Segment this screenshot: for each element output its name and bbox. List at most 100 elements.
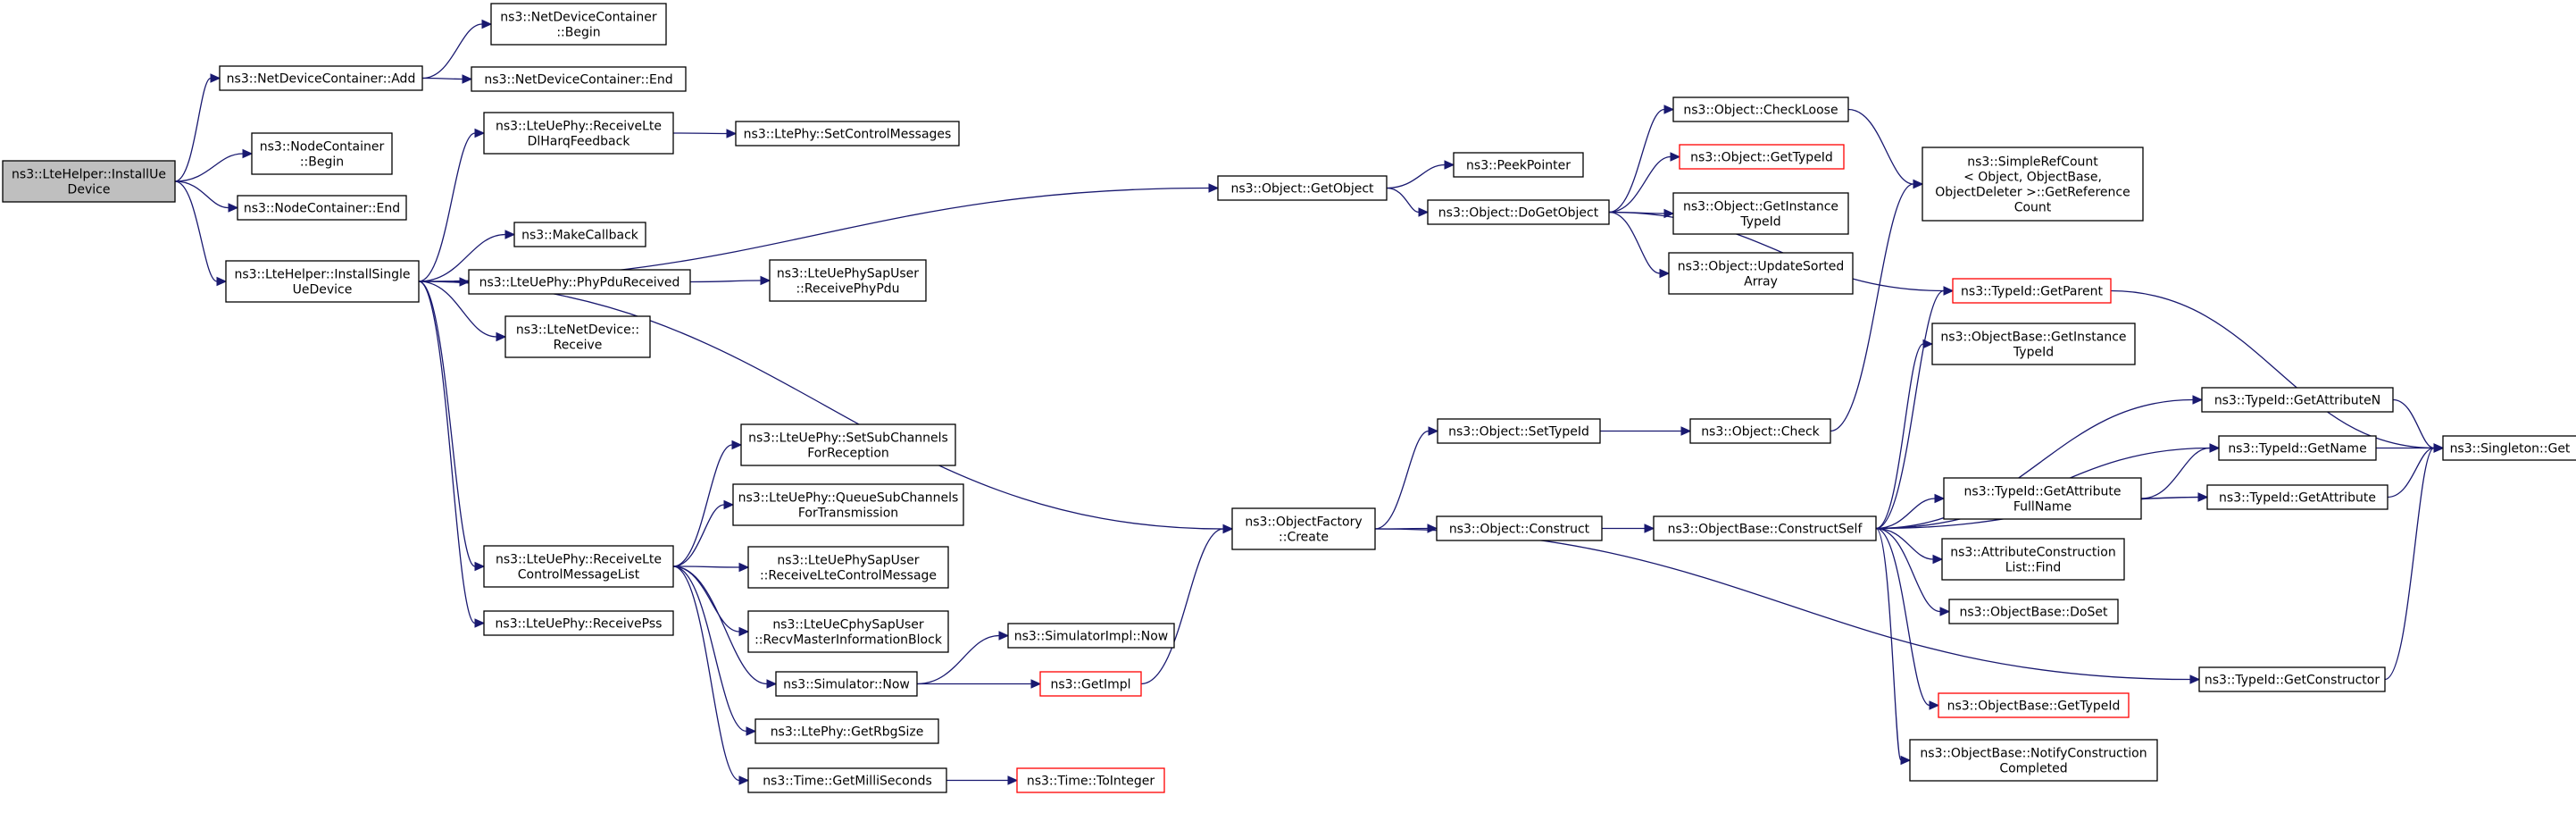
edge-line	[672, 565, 747, 733]
edge-getObject-to-peekPtr	[1386, 160, 1455, 189]
node-ns3-time-tointeger[interactable]: ns3::Time::ToInteger	[1016, 767, 1165, 793]
node-ns3-getimpl[interactable]: ns3::GetImpl	[1039, 671, 1142, 697]
node-label-line: < Object, ObjectBase,	[1963, 171, 2102, 185]
node-ns3-netdevicecontainer-begin[interactable]: ns3::NetDeviceContainer::Begin	[490, 3, 667, 46]
node-ns3-object-dogetobject[interactable]: ns3::Object::DoGetObject	[1427, 199, 1610, 225]
node-ns3-lteuephy-receivelte-controlmessagelist[interactable]: ns3::LteUePhy::ReceiveLteControlMessageL…	[483, 545, 674, 588]
node-ns3-object-getobject[interactable]: ns3::Object::GetObject	[1217, 175, 1388, 201]
node-box	[237, 195, 407, 221]
node-label-line: ns3::LteHelper::InstallSingle	[234, 268, 410, 282]
arrowhead-icon	[462, 74, 473, 84]
node-box	[1427, 199, 1610, 225]
node-ns3-lteuephy-phypdureceived[interactable]: ns3::LteUePhy::PhyPduReceived	[468, 269, 691, 295]
arrowhead-icon	[726, 129, 738, 138]
node-ns3-objectbase-constructself[interactable]: ns3::ObjectBase::ConstructSelf	[1653, 515, 1877, 541]
node-box	[1948, 599, 2119, 624]
node-label-line: ns3::Singleton::Get	[2450, 442, 2571, 457]
node-label-line: ns3::NodeContainer	[260, 140, 385, 155]
node-box	[2, 160, 176, 203]
edge-constructSelf-to-tidGetParent	[1875, 286, 1955, 530]
node-ns3-singleton-get[interactable]: ns3::Singleton::Get	[2442, 435, 2576, 461]
node-ns3-lteuephy-receivepss[interactable]: ns3::LteUePhy::ReceivePss	[483, 610, 674, 636]
edge-line	[418, 281, 497, 338]
node-box	[1217, 175, 1388, 201]
node-ns3-lteuecphysapuser-recvmasterinformationblock[interactable]: ns3::LteUeCphySapUser::RecvMasterInforma…	[747, 610, 949, 653]
edge-line	[421, 23, 483, 80]
node-ns3-lteuephy-setsubchannels-forreception[interactable]: ns3::LteUePhy::SetSubChannelsForReceptio…	[740, 423, 956, 466]
node-ns3-lteuephysapuser-receivephypdu[interactable]: ns3::LteUePhySapUser::ReceivePhyPdu	[769, 259, 927, 302]
node-ns3-object-construct[interactable]: ns3::Object::Construct	[1436, 515, 1603, 541]
node-ns3-objectfactory-create[interactable]: ns3::ObjectFactory::Create	[1231, 507, 1376, 550]
node-box	[225, 260, 420, 303]
edge-tidGetAttrFull-to-tidGetAttr	[2140, 492, 2209, 502]
node-ns3-ltenetdevice-receive[interactable]: ns3::LteNetDevice::Receive	[504, 315, 651, 358]
node-box	[219, 65, 423, 91]
arrowhead-icon	[1418, 207, 1430, 217]
arrowhead-icon	[1663, 208, 1675, 219]
node-ns3-objectbase-notifyconstruction-completed[interactable]: ns3::ObjectBase::NotifyConstructionCompl…	[1909, 739, 2158, 782]
edge-line	[2392, 398, 2435, 449]
node-label-line: ns3::Time::GetMilliSeconds	[763, 775, 932, 789]
node-label-line: ns3::Object::UpdateSorted	[1678, 260, 1844, 274]
node-ns3-makecallback[interactable]: ns3::MakeCallback	[513, 222, 646, 247]
node-ns3-simulator-now[interactable]: ns3::Simulator::Now	[775, 671, 918, 697]
node-ns3-objectbase-gettypeid[interactable]: ns3::ObjectBase::GetTypeId	[1938, 692, 2130, 718]
node-ns3-object-check[interactable]: ns3::Object::Check	[1689, 418, 1831, 444]
node-label-line: List::Find	[2005, 561, 2062, 575]
edge-doGetObject-to-checkLoose	[1608, 105, 1675, 214]
node-ns3-object-settypeid[interactable]: ns3::Object::SetTypeId	[1437, 418, 1601, 444]
edge-line	[1386, 187, 1420, 214]
node-ns3-simplerefcount-object-objectbase-objectdeleter-getreference-count[interactable]: ns3::SimpleRefCount< Object, ObjectBase,…	[1922, 147, 2144, 222]
node-ns3-time-getmilliseconds[interactable]: ns3::Time::GetMilliSeconds	[747, 767, 947, 793]
edge-root-to-ncBegin	[174, 148, 254, 182]
node-ns3-typeid-getname[interactable]: ns3::TypeId::GetName	[2218, 435, 2377, 461]
node-label-line: ::ReceiveLteControlMessage	[760, 569, 937, 583]
node-ns3-typeid-getconstructor[interactable]: ns3::TypeId::GetConstructor	[2198, 666, 2386, 692]
edge-constructSelf-to-tidGetAttrN	[1875, 395, 2204, 530]
node-label-line: ns3::ObjectFactory	[1245, 515, 1362, 530]
node-ns3-nodecontainer-begin[interactable]: ns3::NodeContainer::Begin	[251, 132, 393, 175]
edge-rxCtrlList-to-queueSubTx	[672, 499, 735, 567]
arrowhead-icon	[1644, 524, 1655, 533]
arrowhead-icon	[738, 626, 750, 637]
node-ns3-typeid-getattributen[interactable]: ns3::TypeId::GetAttributeN	[2201, 387, 2394, 413]
edge-getObject-to-doGetObject	[1386, 187, 1430, 217]
arrowhead-icon	[731, 440, 743, 450]
node-ns3-object-checkloose[interactable]: ns3::Object::CheckLoose	[1672, 96, 1849, 122]
node-ns3-typeid-getparent[interactable]: ns3::TypeId::GetParent	[1952, 278, 2112, 304]
node-ns3-netdevicecontainer-add[interactable]: ns3::NetDeviceContainer::Add	[219, 65, 423, 91]
arrowhead-icon	[2197, 492, 2209, 502]
node-label-line: ns3::TypeId::GetAttribute	[2219, 491, 2376, 506]
node-label-line: ns3::TypeId::GetAttribute	[1964, 485, 2122, 499]
node-label-line: ns3::LtePhy::GetRbgSize	[771, 725, 924, 740]
node-ns3-objectbase-doset[interactable]: ns3::ObjectBase::DoSet	[1948, 599, 2119, 624]
arrowhead-icon	[1929, 700, 1940, 710]
arrowhead-icon	[1007, 775, 1019, 785]
node-ns3-lteuephysapuser-receiveltecontrolmessage[interactable]: ns3::LteUePhySapUser::ReceiveLteControlM…	[747, 546, 949, 589]
node-ns3-typeid-getattribute[interactable]: ns3::TypeId::GetAttribute	[2206, 484, 2388, 510]
node-ns3-object-gettypeid[interactable]: ns3::Object::GetTypeId	[1679, 144, 1845, 170]
node-ns3-ltephy-getrbgsize[interactable]: ns3::LtePhy::GetRbgSize	[754, 718, 939, 744]
node-label-line: ns3::ObjectBase::DoSet	[1960, 606, 2108, 620]
node-label-line: UeDevice	[293, 283, 353, 297]
edge-constructSelf-to-obDoSet	[1875, 527, 1951, 616]
node-ns3-peekpointer[interactable]: ns3::PeekPointer	[1453, 152, 1584, 178]
edge-line	[1608, 108, 1665, 214]
node-label-line: ns3::LteUePhy::ReceiveLte	[496, 553, 662, 567]
node-ns3-netdevicecontainer-end[interactable]: ns3::NetDeviceContainer::End	[471, 66, 687, 92]
node-ns3-simulatorimpl-now[interactable]: ns3::SimulatorImpl::Now	[1007, 623, 1175, 649]
node-ns3-ltephy-setcontrolmessages[interactable]: ns3::LtePhy::SetControlMessages	[735, 121, 960, 147]
node-box	[1007, 623, 1175, 649]
node-ns3-lteuephy-queuesubchannels-fortransmission[interactable]: ns3::LteUePhy::QueueSubChannelsForTransm…	[732, 483, 964, 526]
edge-installSingle-to-makeCb	[418, 230, 516, 282]
node-ns3-nodecontainer-end[interactable]: ns3::NodeContainer::End	[237, 195, 407, 221]
